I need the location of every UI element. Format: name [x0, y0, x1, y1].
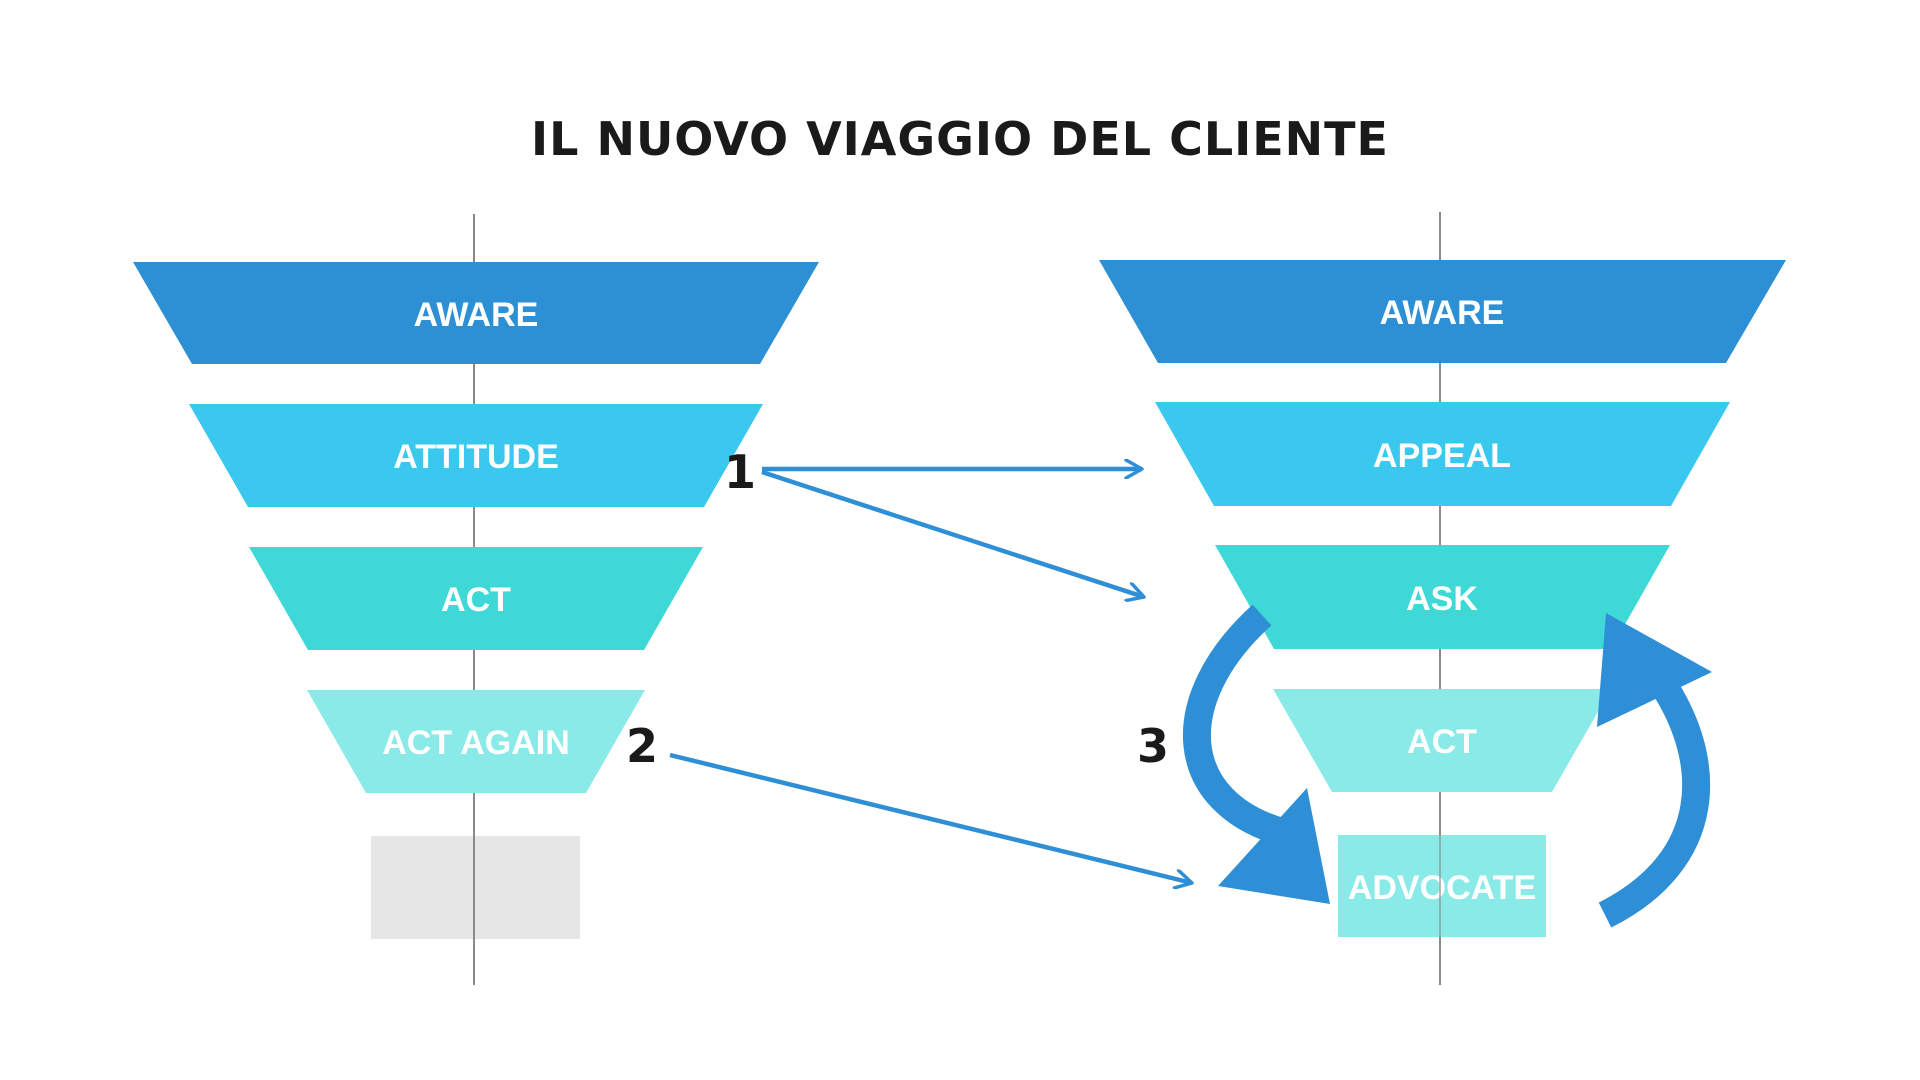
- right-stage-ask-label: ASK: [1406, 580, 1478, 618]
- cycle-arrows: [1182, 604, 1712, 928]
- marker-3: 3: [1137, 719, 1169, 773]
- left-stage-aware: [133, 262, 819, 364]
- right-stage-appeal-label: APPEAL: [1373, 437, 1511, 475]
- cycle-arrow-left: [1182, 604, 1290, 847]
- right-stage-ask: [1215, 545, 1670, 649]
- right-stage-appeal: [1155, 402, 1730, 506]
- diagram-title: IL NUOVO VIAGGIO DEL CLIENTE: [531, 112, 1389, 166]
- right-stage-aware: [1099, 260, 1786, 363]
- left-empty-stage: [371, 836, 580, 939]
- cycle-arrow-right-head: [1597, 613, 1712, 727]
- left-stage-act-again: [307, 690, 645, 793]
- right-stage-advocate-label: ADVOCATE: [1348, 869, 1536, 907]
- left-funnel: AWARE ATTITUDE ACT ACT AGAIN: [133, 262, 819, 939]
- left-stage-act-label: ACT: [441, 581, 511, 619]
- left-stage-act-again-label: ACT AGAIN: [382, 724, 570, 762]
- right-stage-advocate: [1338, 835, 1546, 937]
- left-stage-attitude: [189, 404, 763, 507]
- right-funnel: AWARE APPEAL ASK ACT ADVOCATE: [1099, 260, 1786, 937]
- left-stage-act: [249, 547, 703, 650]
- cycle-arrow-right: [1598, 672, 1710, 928]
- right-stage-act: [1273, 689, 1611, 792]
- right-stage-aware-label: AWARE: [1380, 294, 1505, 332]
- arrow-2-to-advocate: [669, 752, 1192, 883]
- arrow-1-to-ask: [761, 469, 1144, 597]
- cycle-arrow-left-head: [1218, 788, 1330, 904]
- marker-1: 1: [724, 445, 756, 499]
- marker-2: 2: [626, 719, 658, 773]
- right-stage-act-label: ACT: [1407, 723, 1477, 761]
- connector-arrows: [669, 469, 1192, 883]
- left-stage-attitude-label: ATTITUDE: [393, 438, 559, 476]
- left-stage-aware-label: AWARE: [414, 296, 539, 334]
